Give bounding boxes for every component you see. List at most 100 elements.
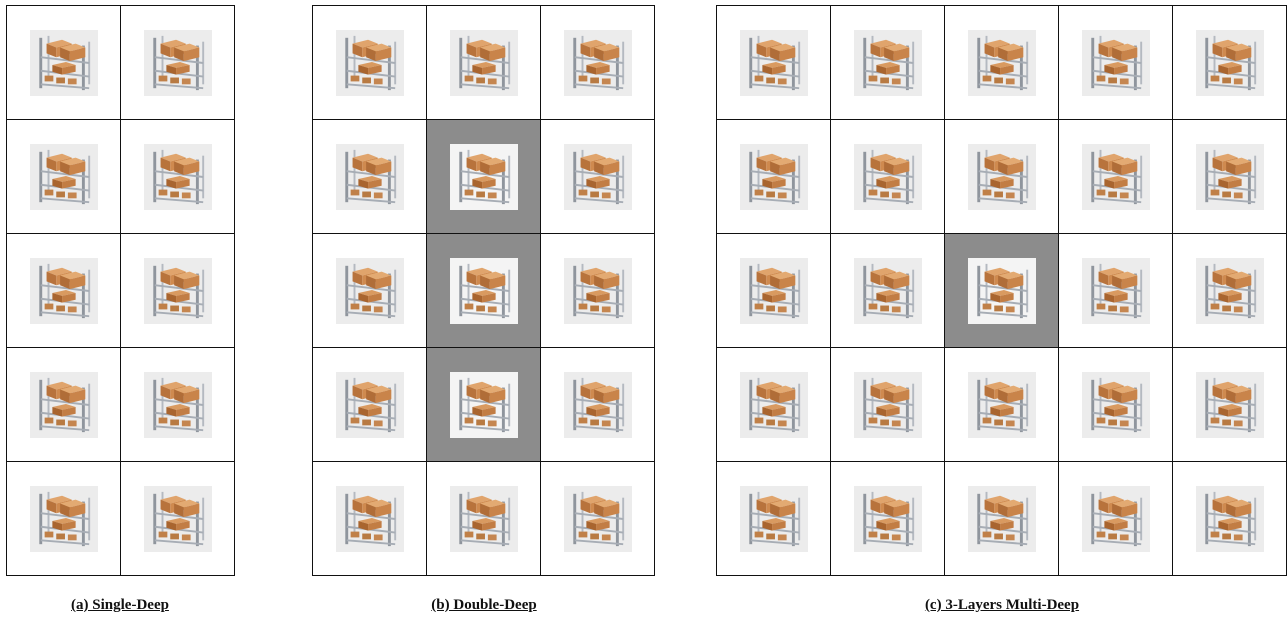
storage-cell — [1173, 234, 1287, 348]
warehouse-shelf-icon — [854, 144, 922, 210]
warehouse-shelf-icon — [30, 258, 98, 324]
warehouse-shelf-icon — [1082, 372, 1150, 438]
warehouse-shelf-icon — [564, 258, 632, 324]
warehouse-shelf-icon — [564, 372, 632, 438]
warehouse-shelf-icon — [854, 30, 922, 96]
storage-cell — [1059, 462, 1173, 576]
warehouse-shelf-icon — [336, 258, 404, 324]
storage-cell — [945, 6, 1059, 120]
warehouse-shelf-icon — [450, 258, 518, 324]
storage-cell — [1059, 6, 1173, 120]
warehouse-shelf-icon — [1082, 144, 1150, 210]
warehouse-shelf-icon — [740, 144, 808, 210]
warehouse-shelf-icon — [30, 372, 98, 438]
warehouse-shelf-icon — [740, 258, 808, 324]
warehouse-shelf-icon — [144, 258, 212, 324]
storage-cell — [1173, 462, 1287, 576]
storage-cell — [7, 6, 121, 120]
warehouse-shelf-icon — [740, 486, 808, 552]
warehouse-shelf-icon — [336, 372, 404, 438]
storage-cell — [541, 6, 655, 120]
storage-cell — [121, 120, 235, 234]
storage-cell — [121, 6, 235, 120]
multi-deep-caption: (c) 3-Layers Multi-Deep — [925, 597, 1079, 614]
warehouse-shelf-icon — [1196, 30, 1264, 96]
storage-cell — [831, 462, 945, 576]
warehouse-shelf-icon — [336, 144, 404, 210]
warehouse-shelf-icon — [144, 144, 212, 210]
storage-cell — [831, 348, 945, 462]
blocked-storage-cell — [427, 120, 541, 234]
storage-cell — [945, 462, 1059, 576]
single-deep-caption: (a) Single-Deep — [71, 597, 169, 614]
warehouse-shelf-icon — [854, 258, 922, 324]
blocked-storage-cell — [945, 234, 1059, 348]
warehouse-shelf-icon — [740, 30, 808, 96]
storage-cell — [1173, 6, 1287, 120]
storage-cell — [945, 120, 1059, 234]
warehouse-shelf-icon — [450, 372, 518, 438]
warehouse-shelf-icon — [336, 30, 404, 96]
double-deep-grid — [312, 5, 655, 576]
warehouse-shelf-icon — [1082, 258, 1150, 324]
single-deep-grid — [6, 5, 235, 576]
storage-cell — [313, 234, 427, 348]
warehouse-shelf-icon — [968, 258, 1036, 324]
warehouse-shelf-icon — [30, 30, 98, 96]
storage-cell — [1173, 120, 1287, 234]
storage-cell — [541, 348, 655, 462]
multi-deep-grid — [716, 5, 1287, 576]
storage-cell — [717, 6, 831, 120]
warehouse-shelf-icon — [1082, 30, 1150, 96]
storage-cell — [1173, 348, 1287, 462]
warehouse-shelf-icon — [1196, 258, 1264, 324]
storage-cell — [1059, 348, 1173, 462]
storage-cell — [717, 348, 831, 462]
warehouse-shelf-icon — [968, 144, 1036, 210]
storage-cell — [717, 462, 831, 576]
warehouse-shelf-icon — [968, 372, 1036, 438]
warehouse-shelf-icon — [564, 144, 632, 210]
warehouse-shelf-icon — [1196, 372, 1264, 438]
storage-cell — [541, 234, 655, 348]
warehouse-shelf-icon — [336, 486, 404, 552]
warehouse-shelf-icon — [854, 372, 922, 438]
storage-cell — [831, 6, 945, 120]
storage-cell — [717, 234, 831, 348]
storage-cell — [427, 6, 541, 120]
storage-cell — [541, 462, 655, 576]
warehouse-shelf-icon — [854, 486, 922, 552]
storage-cell — [313, 348, 427, 462]
storage-cell — [7, 462, 121, 576]
warehouse-shelf-icon — [30, 144, 98, 210]
storage-cell — [1059, 120, 1173, 234]
storage-cell — [945, 348, 1059, 462]
warehouse-shelf-icon — [968, 30, 1036, 96]
storage-cell — [831, 234, 945, 348]
storage-cell — [541, 120, 655, 234]
warehouse-shelf-icon — [450, 486, 518, 552]
storage-cell — [7, 120, 121, 234]
storage-cell — [717, 120, 831, 234]
storage-cell — [313, 6, 427, 120]
storage-cell — [313, 120, 427, 234]
storage-cell — [7, 234, 121, 348]
storage-cell — [121, 462, 235, 576]
blocked-storage-cell — [427, 348, 541, 462]
warehouse-shelf-icon — [1196, 144, 1264, 210]
storage-cell — [7, 348, 121, 462]
storage-cell — [1059, 234, 1173, 348]
warehouse-shelf-icon — [144, 486, 212, 552]
warehouse-shelf-icon — [968, 486, 1036, 552]
warehouse-shelf-icon — [564, 486, 632, 552]
warehouse-shelf-icon — [450, 30, 518, 96]
storage-cell — [121, 234, 235, 348]
warehouse-shelf-icon — [564, 30, 632, 96]
storage-cell — [121, 348, 235, 462]
double-deep-caption: (b) Double-Deep — [431, 597, 536, 614]
storage-cell — [831, 120, 945, 234]
warehouse-shelf-icon — [144, 30, 212, 96]
storage-cell — [313, 462, 427, 576]
storage-cell — [427, 462, 541, 576]
warehouse-shelf-icon — [1082, 486, 1150, 552]
